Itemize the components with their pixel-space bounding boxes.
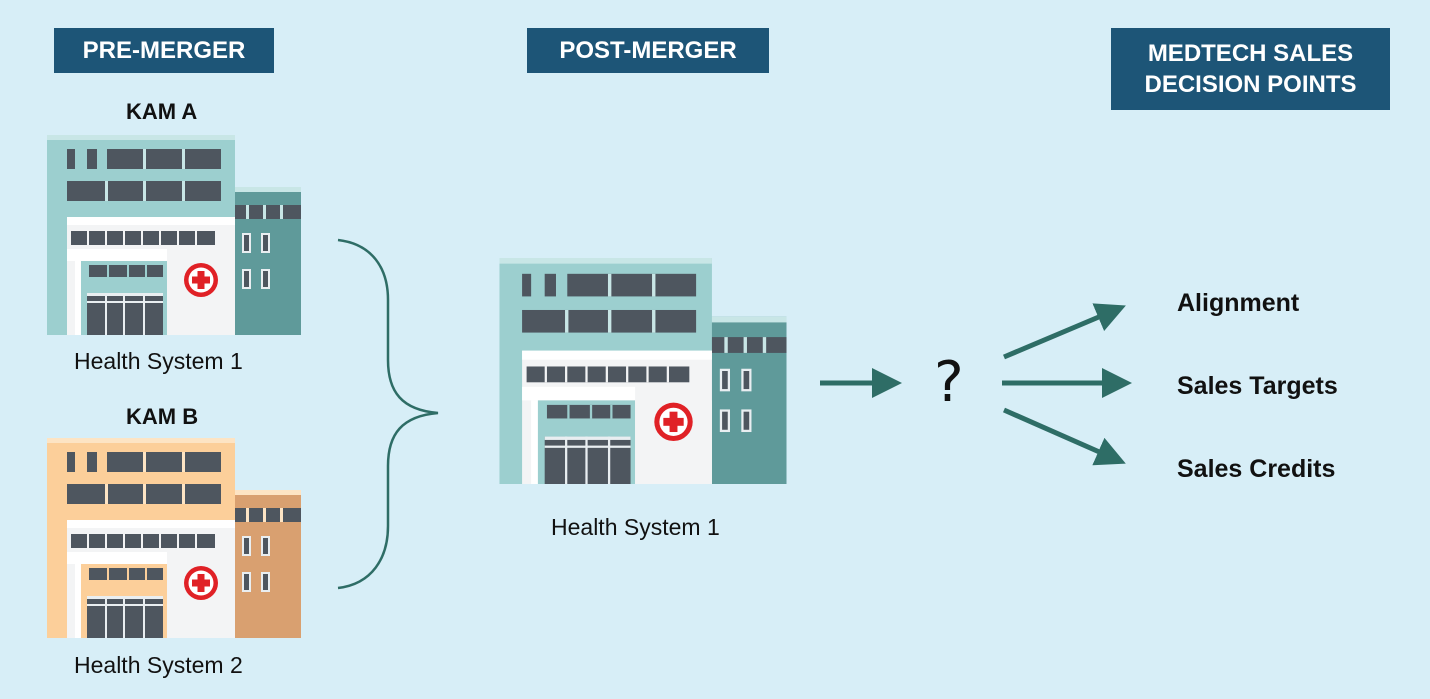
curly-brace-icon [337, 238, 439, 590]
pre-merger-header-label: PRE-MERGER [82, 36, 246, 64]
post-merger-header: POST-MERGER [527, 28, 769, 73]
decision-alignment: Alignment [1177, 289, 1300, 317]
health-system-2-label: Health System 2 [74, 652, 243, 678]
kam-a-label: KAM A [126, 99, 198, 124]
decision-sales-targets: Sales Targets [1177, 372, 1338, 400]
arrow-up-right-icon [1003, 303, 1126, 360]
decision-points-header-label: MEDTECH SALES DECISION POINTS [1144, 39, 1357, 98]
post-merger-header-label: POST-MERGER [559, 36, 737, 64]
post-merger-system-label: Health System 1 [551, 514, 720, 540]
kam-b-label: KAM B [126, 404, 199, 429]
decision-points-header: MEDTECH SALES DECISION POINTS [1111, 28, 1390, 110]
question-mark-icon: ? [934, 350, 964, 415]
decision-sales-credits: Sales Credits [1177, 455, 1336, 483]
arrow-down-right-icon [1002, 407, 1126, 466]
health-system-1-label: Health System 1 [74, 348, 243, 374]
pre-merger-header: PRE-MERGER [54, 28, 274, 73]
